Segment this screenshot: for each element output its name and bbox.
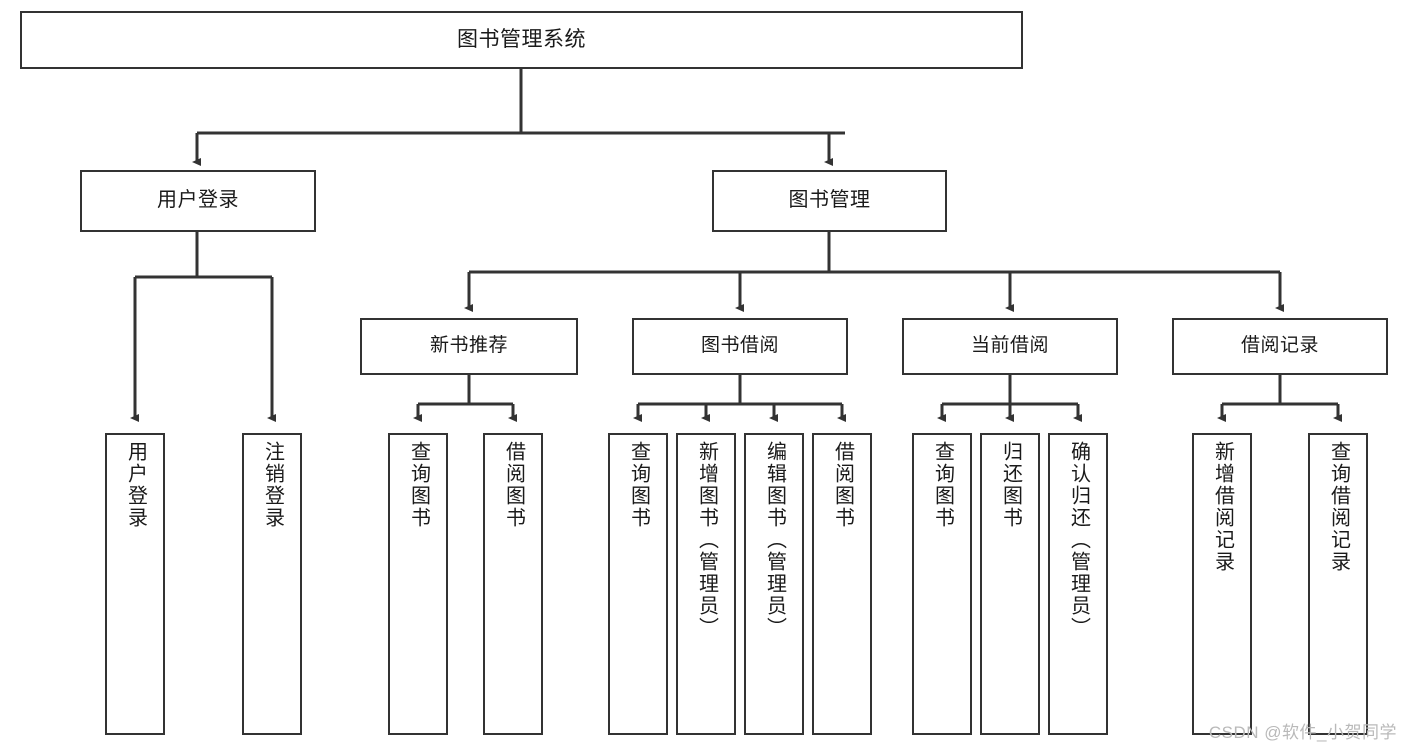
node-leaf-query-book-1-label: 查询图书 [407,441,430,529]
node-book-management[interactable]: 图书管理 [712,170,947,232]
node-leaf-borrow-book-1[interactable]: 借阅图书 [483,433,543,735]
node-leaf-return-book-label: 归还图书 [999,441,1022,529]
node-current-borrow-label: 当前借阅 [970,335,1049,357]
node-borrow-record[interactable]: 借阅记录 [1172,318,1388,375]
node-leaf-query-record[interactable]: 查询借阅记录 [1308,433,1368,735]
node-book-borrow-label: 图书借阅 [700,335,779,357]
node-new-book-recommend[interactable]: 新书推荐 [360,318,578,375]
node-leaf-query-book-2[interactable]: 查询图书 [608,433,668,735]
node-leaf-query-book-3[interactable]: 查询图书 [912,433,972,735]
node-leaf-add-record[interactable]: 新增借阅记录 [1192,433,1252,735]
node-leaf-query-book-3-label: 查询图书 [931,441,954,529]
node-leaf-query-record-label: 查询借阅记录 [1327,441,1350,573]
node-leaf-confirm-return[interactable]: 确认归还（管理员） [1048,433,1108,735]
node-user-login[interactable]: 用户登录 [80,170,316,232]
node-leaf-add-record-label: 新增借阅记录 [1211,441,1234,573]
node-user-login-label: 用户登录 [157,189,239,212]
node-leaf-query-book-1[interactable]: 查询图书 [388,433,448,735]
node-book-borrow[interactable]: 图书借阅 [632,318,848,375]
node-leaf-add-book[interactable]: 新增图书（管理员） [676,433,736,735]
node-book-management-label: 图书管理 [788,189,871,212]
node-leaf-logout-login[interactable]: 注销登录 [242,433,302,735]
node-leaf-query-book-2-label: 查询图书 [627,441,650,529]
node-leaf-logout-login-label: 注销登录 [261,441,284,529]
node-current-borrow[interactable]: 当前借阅 [902,318,1118,375]
node-leaf-add-book-label: 新增图书（管理员） [695,441,718,639]
node-leaf-user-login[interactable]: 用户登录 [105,433,165,735]
node-new-book-recommend-label: 新书推荐 [429,335,508,357]
node-root[interactable]: 图书管理系统 [20,11,1023,69]
node-leaf-borrow-book-1-label: 借阅图书 [502,441,525,529]
node-leaf-edit-book[interactable]: 编辑图书（管理员） [744,433,804,735]
node-leaf-return-book[interactable]: 归还图书 [980,433,1040,735]
watermark-text: CSDN @软件_小贺同学 [1208,723,1397,742]
node-leaf-borrow-book-2-label: 借阅图书 [831,441,854,529]
node-root-label: 图书管理系统 [457,27,586,51]
node-leaf-confirm-return-label: 确认归还（管理员） [1067,441,1090,639]
node-leaf-borrow-book-2[interactable]: 借阅图书 [812,433,872,735]
node-leaf-edit-book-label: 编辑图书（管理员） [763,441,786,639]
node-leaf-user-login-label: 用户登录 [124,441,147,529]
node-borrow-record-label: 借阅记录 [1240,335,1319,357]
